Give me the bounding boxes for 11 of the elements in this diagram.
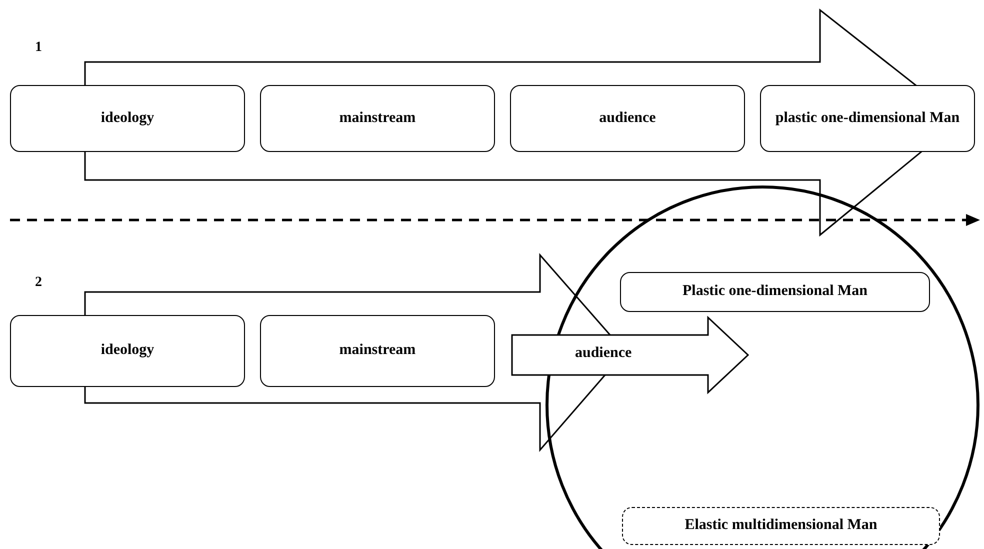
process-box: mainstream (260, 85, 495, 152)
row-number: 1 (35, 40, 42, 56)
process-box: ideology (10, 85, 245, 152)
process-box: Plastic one-dimensional Man (620, 272, 930, 312)
process-box: Elastic multidimensional Man (622, 507, 940, 545)
row-number: 2 (35, 275, 42, 291)
process-box: audience (510, 85, 745, 152)
process-box: mainstream (260, 315, 495, 387)
block-arrow (511, 316, 750, 394)
process-box: plastic one-dimensional Man (760, 85, 975, 152)
process-box: ideology (10, 315, 245, 387)
